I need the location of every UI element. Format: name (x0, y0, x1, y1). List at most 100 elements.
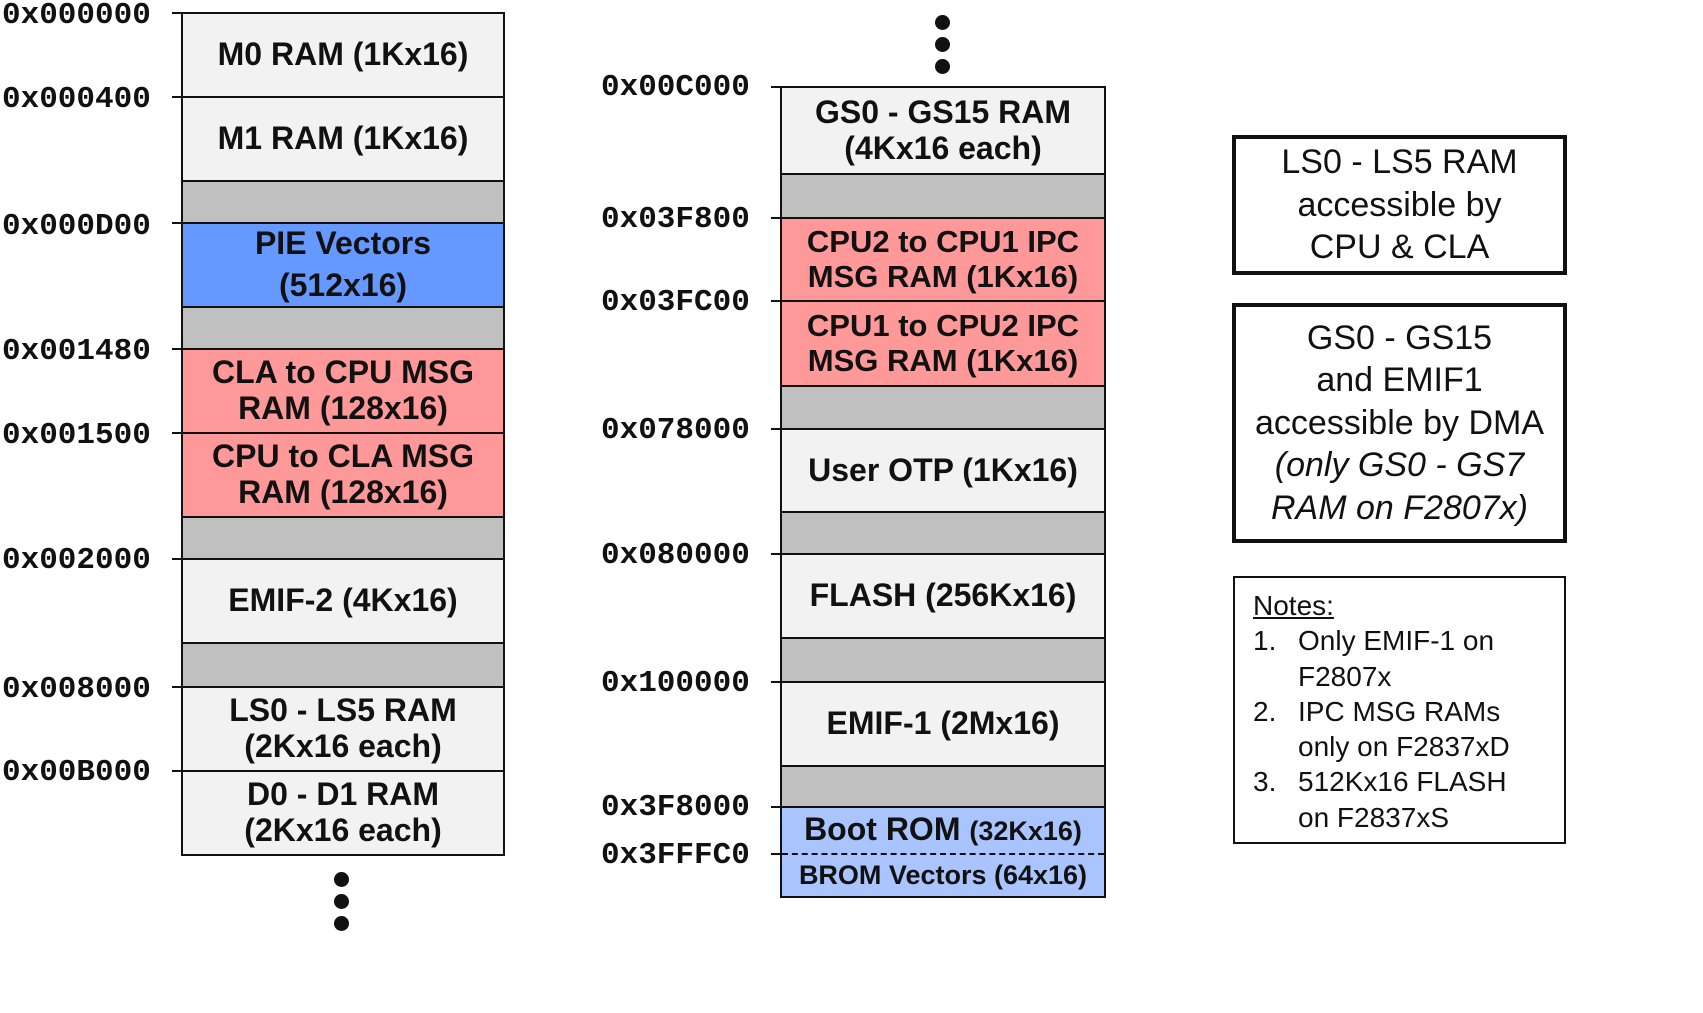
address-tick (771, 853, 783, 855)
address-label: 0x00C000 (601, 70, 750, 105)
continuation-dot (334, 872, 349, 887)
block-label: LS0 - LS5 RAM (229, 692, 457, 729)
continuation-dot (935, 37, 950, 52)
block-size: MSG RAM (1Kx16) (807, 342, 1079, 378)
box-italic-line: RAM on F2807x) (1271, 488, 1528, 527)
address-tick (771, 681, 783, 683)
note-text: 512Kx16 FLASH on F2837xS (1298, 764, 1552, 835)
brom-vectors-label: BROM Vectors (64x16) (798, 859, 1088, 890)
reserved-gap (181, 180, 505, 224)
note-line: on F2837xS (1298, 801, 1449, 833)
address-tick (172, 222, 184, 224)
continuation-dot (334, 894, 349, 909)
address-label: 0x001500 (2, 418, 151, 453)
box-line: accessible by DMA (1254, 403, 1545, 442)
block-label: D0 - D1 RAM (246, 776, 439, 813)
block-label: M1 RAM (1Kx16) (217, 120, 469, 157)
note-text: Only EMIF-1 on F2807x (1298, 623, 1552, 694)
note-number: 1. (1253, 625, 1277, 657)
gs-access-box: GS0 - GS15 and EMIF1 accessible by DMA (… (1232, 303, 1567, 543)
note-line: Only EMIF-1 on (1298, 625, 1495, 657)
block-label: CPU1 to CPU2 IPC (806, 307, 1080, 343)
block-label: M0 RAM (1Kx16) (217, 36, 469, 73)
block-label: CPU2 to CPU1 IPC (806, 223, 1080, 259)
m0-ram-block: M0 RAM (1Kx16) (181, 12, 505, 98)
address-label: 0x03F800 (601, 202, 750, 237)
user-otp-block: User OTP (1Kx16) (780, 428, 1106, 513)
note-text: IPC MSG RAMs only on F2837xD (1298, 694, 1552, 765)
block-label: EMIF-2 (4Kx16) (228, 582, 458, 619)
block-size: (2Kx16 each) (244, 812, 442, 848)
cla-to-cpu-msg-ram-block: CLA to CPU MSG RAM (128x16) (181, 348, 505, 434)
reserved-gap (780, 385, 1106, 430)
emif1-block: EMIF-1 (2Mx16) (780, 681, 1106, 767)
address-label: 0x008000 (2, 672, 151, 707)
continuation-dot (935, 59, 950, 74)
note-number: 2. (1253, 695, 1277, 727)
reserved-gap (780, 511, 1106, 555)
reserved-gap (181, 306, 505, 350)
cpu-to-cla-msg-ram-block: CPU to CLA MSG RAM (128x16) (181, 432, 505, 518)
block-label: GS0 - GS15 RAM (814, 93, 1072, 130)
address-label: 0x3F8000 (601, 790, 750, 825)
box-line: LS0 - LS5 RAM (1281, 143, 1518, 182)
note-line: 512Kx16 FLASH (1298, 766, 1507, 798)
block-label: FLASH (256Kx16) (809, 577, 1077, 614)
address-tick (172, 96, 184, 98)
address-tick (172, 686, 184, 688)
address-tick (172, 770, 184, 772)
flash-block: FLASH (256Kx16) (780, 553, 1106, 639)
reserved-gap (780, 765, 1106, 808)
address-label: 0x00B000 (2, 755, 151, 790)
block-size: (2Kx16 each) (244, 728, 442, 764)
note-item: 2. IPC MSG RAMs only on F2837xD (1253, 694, 1552, 765)
note-line: F2807x (1298, 660, 1392, 692)
address-label: 0x000000 (2, 0, 151, 33)
address-label: 0x100000 (601, 666, 750, 701)
boot-rom-line: Boot ROM (32Kx16) (804, 811, 1082, 848)
reserved-gap (780, 637, 1106, 683)
address-label: 0x000400 (2, 82, 151, 117)
m1-ram-block: M1 RAM (1Kx16) (181, 96, 505, 182)
address-tick (771, 428, 783, 430)
address-label: 0x000D00 (2, 209, 151, 244)
address-tick (771, 806, 783, 808)
block-label: PIE Vectors (254, 225, 432, 262)
reserved-gap (181, 642, 505, 688)
continuation-dot (334, 916, 349, 931)
block-size: (4Kx16 each) (844, 129, 1042, 166)
block-label: User OTP (1Kx16) (808, 451, 1078, 488)
pie-vectors-block: PIE Vectors (512x16) (181, 222, 505, 308)
box-line: accessible by (1297, 185, 1502, 224)
address-label: 0x002000 (2, 543, 151, 578)
note-number: 3. (1253, 766, 1277, 798)
box-line: and EMIF1 (1316, 361, 1483, 400)
box-italic-line: (only GS0 - GS7 (1274, 446, 1525, 485)
box-line: CPU & CLA (1309, 228, 1490, 267)
address-label: 0x03FC00 (601, 285, 750, 320)
notes-title: Notes: (1253, 590, 1334, 621)
continuation-dot (935, 15, 950, 30)
block-size: RAM (128x16) (238, 390, 448, 426)
note-item: 1. Only EMIF-1 on F2807x (1253, 623, 1552, 694)
address-tick (771, 553, 783, 555)
address-tick (172, 348, 184, 350)
reserved-gap (181, 516, 505, 560)
address-label: 0x3FFFC0 (601, 838, 750, 873)
address-tick (172, 558, 184, 560)
block-size: MSG RAM (1Kx16) (807, 258, 1079, 294)
boot-rom-size: (32Kx16) (969, 816, 1082, 846)
block-size: (512x16) (278, 267, 408, 303)
block-label: CLA to CPU MSG (212, 354, 474, 391)
ls-access-box: LS0 - LS5 RAM accessible by CPU & CLA (1232, 135, 1567, 275)
address-tick (172, 432, 184, 434)
boot-rom-block: Boot ROM (32Kx16) BROM Vectors (64x16) (780, 806, 1106, 898)
brom-vectors-divider (782, 853, 1104, 855)
address-label: 0x001480 (2, 334, 151, 369)
address-tick (771, 86, 783, 88)
address-tick (771, 217, 783, 219)
block-size: RAM (128x16) (238, 474, 448, 510)
cpu1-to-cpu2-ipc-msg-ram-block: CPU1 to CPU2 IPC MSG RAM (1Kx16) (780, 300, 1106, 387)
boot-rom-label: Boot ROM (804, 811, 961, 847)
